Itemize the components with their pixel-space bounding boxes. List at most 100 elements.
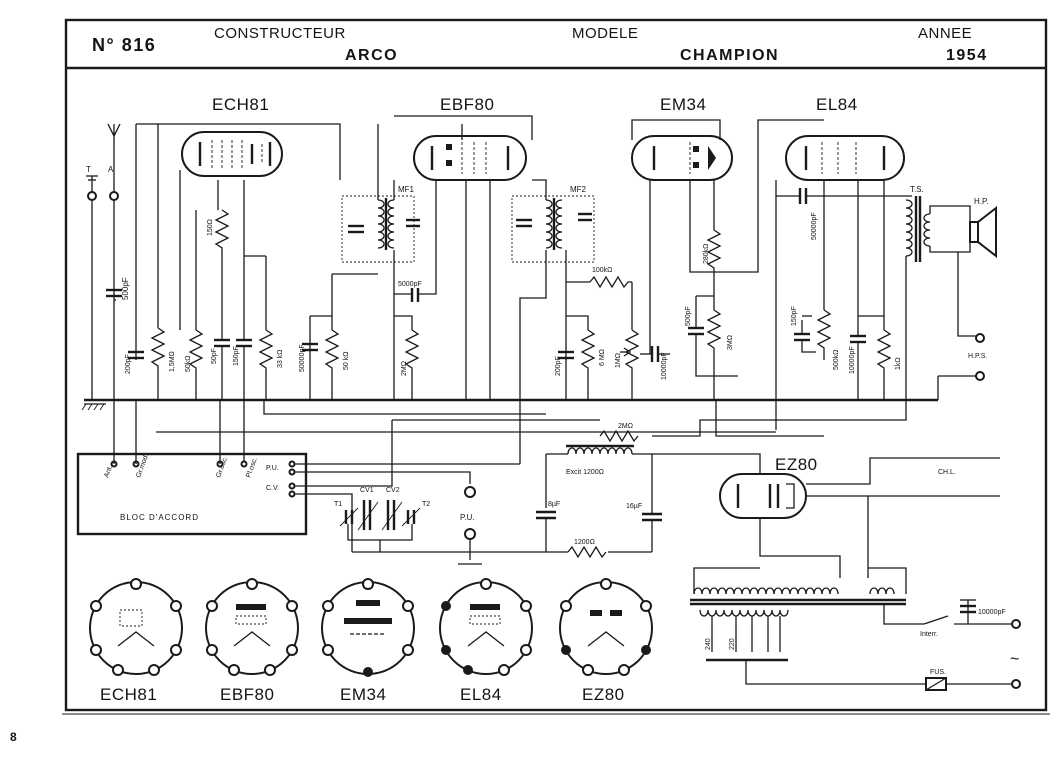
- bloc-ant: Ant.: [103, 465, 114, 479]
- annee-value: 1954: [946, 47, 988, 64]
- bloc-gr-osc: Gr.osc.: [215, 455, 229, 478]
- cap-150pf-a: [236, 338, 252, 348]
- base-ech81: [89, 578, 183, 676]
- output-transformer: [905, 196, 931, 262]
- earth-icon: [86, 175, 98, 201]
- res-33k: [258, 329, 274, 400]
- label-c10000pf-a: 10000pF: [661, 352, 668, 380]
- pu-jack: [464, 486, 476, 498]
- label-c150pf-a: 150pF: [233, 346, 240, 366]
- label-220: 220: [729, 638, 736, 650]
- label-r2m-b: 2MΩ: [618, 423, 633, 430]
- cap-5000pf: [410, 288, 420, 302]
- base-ebf80: [205, 578, 299, 676]
- res-3m: [706, 309, 722, 360]
- tube-em34: [631, 135, 733, 181]
- pot-1m: [624, 329, 640, 400]
- label-r280k: 280kΩ: [703, 244, 710, 264]
- outer-frame: [64, 18, 1048, 712]
- label-chl: CH.L.: [938, 469, 956, 476]
- res-1200: [567, 545, 607, 559]
- constructeur-label: CONSTRUCTEUR: [214, 25, 346, 42]
- label-c50000pf-a: 50000pF: [299, 344, 306, 372]
- label-hp: H.P.: [974, 197, 989, 206]
- label-r1k: 1kΩ: [895, 357, 902, 370]
- tube-label-el84: EL84: [816, 95, 858, 114]
- base-ez80: [559, 578, 653, 676]
- label-c10000pf-b: 10000pF: [849, 346, 856, 374]
- label-c200pf-a: 200pF: [125, 354, 132, 374]
- label-ts: T.S.: [910, 185, 924, 194]
- label-c200pf-b: 200pF: [555, 356, 562, 376]
- label-r3m: 3MΩ: [727, 335, 734, 350]
- if-transformer-mf1: [341, 195, 420, 263]
- label-pu-jack: P.U.: [460, 513, 475, 522]
- base-label-ebf80: EBF80: [220, 685, 274, 704]
- cap-8uf: [536, 510, 556, 520]
- res-280k: [706, 229, 722, 280]
- res-100k: [589, 275, 632, 289]
- page-number: 8: [10, 730, 17, 744]
- label-a: A: [108, 165, 114, 174]
- label-r500k: 500kΩ: [833, 350, 840, 370]
- hps-terminal-1: [975, 333, 985, 343]
- label-c500pf-b: 500pF: [685, 306, 692, 326]
- label-r150: 150Ω: [207, 219, 214, 236]
- tube-el84: [785, 135, 905, 181]
- tube-ech81: [181, 131, 283, 177]
- bloc-title: BLOC D'ACCORD: [120, 513, 199, 522]
- base-label-ez80: EZ80: [582, 685, 625, 704]
- label-fus: FUS.: [930, 669, 946, 676]
- label-c150pf-b: 150pF: [791, 306, 798, 326]
- res-6m: [580, 329, 596, 400]
- res-500k: [816, 309, 832, 360]
- label-c500pf: 500pF: [121, 277, 130, 300]
- label-r50k-b: 50 kΩ: [343, 352, 350, 370]
- modele-value: CHAMPION: [680, 47, 779, 64]
- sheet-number: N° 816: [92, 35, 156, 55]
- cap-10000pf-a: [650, 346, 660, 362]
- label-r1200: 1200Ω: [574, 539, 595, 546]
- mains-switch: [923, 615, 949, 625]
- tube-label-ebf80: EBF80: [440, 95, 494, 114]
- res-1k: [876, 329, 892, 400]
- modele-label: MODELE: [572, 25, 638, 42]
- cap-500pf: [106, 288, 122, 298]
- label-c5000pf: 5000pF: [398, 281, 422, 288]
- hps-terminal-2: [975, 371, 985, 381]
- label-c50pf: 50pF: [211, 348, 218, 364]
- res-15m: [150, 327, 166, 400]
- constructeur-value: ARCO: [345, 47, 398, 64]
- tube-label-ez80: EZ80: [775, 455, 818, 474]
- speaker-icon: [969, 205, 997, 259]
- cap-10000pf-c: [960, 604, 976, 614]
- label-mf2: MF2: [570, 185, 587, 194]
- res-50k-a: [188, 329, 204, 400]
- tube-ez80: [719, 473, 807, 519]
- cap-50000pf-b: [798, 188, 808, 204]
- cap-50000pf-a: [302, 342, 318, 352]
- annee-label: ANNEE: [918, 25, 972, 42]
- label-c16uf: 16µF: [626, 503, 642, 510]
- res-2m-b: [599, 429, 639, 443]
- variable-capacitors: [339, 500, 421, 552]
- cap-500pf-b: [688, 326, 704, 336]
- antenna-icon: [107, 123, 121, 201]
- label-r1m-pot: 1MΩ: [615, 353, 622, 368]
- cap-10000pf-b: [850, 334, 866, 344]
- if-transformer-mf2: [511, 195, 595, 263]
- res-2m-a: [404, 329, 420, 400]
- ground-symbol: [81, 403, 106, 411]
- label-interr: Interr.: [920, 631, 938, 638]
- cap-16uf: [642, 512, 662, 522]
- label-t2: T2: [422, 501, 430, 508]
- tube-ebf80: [413, 135, 527, 181]
- label-c8uf: 8µF: [548, 501, 560, 508]
- base-el84: [439, 578, 533, 676]
- label-r50k-a: 50kΩ: [185, 355, 192, 372]
- label-r2m-a: 2MΩ: [401, 361, 408, 376]
- bloc-pl-osc: Pl.osc.: [245, 456, 259, 478]
- bloc-pu: P.U.: [266, 465, 279, 472]
- base-em34: [321, 578, 415, 677]
